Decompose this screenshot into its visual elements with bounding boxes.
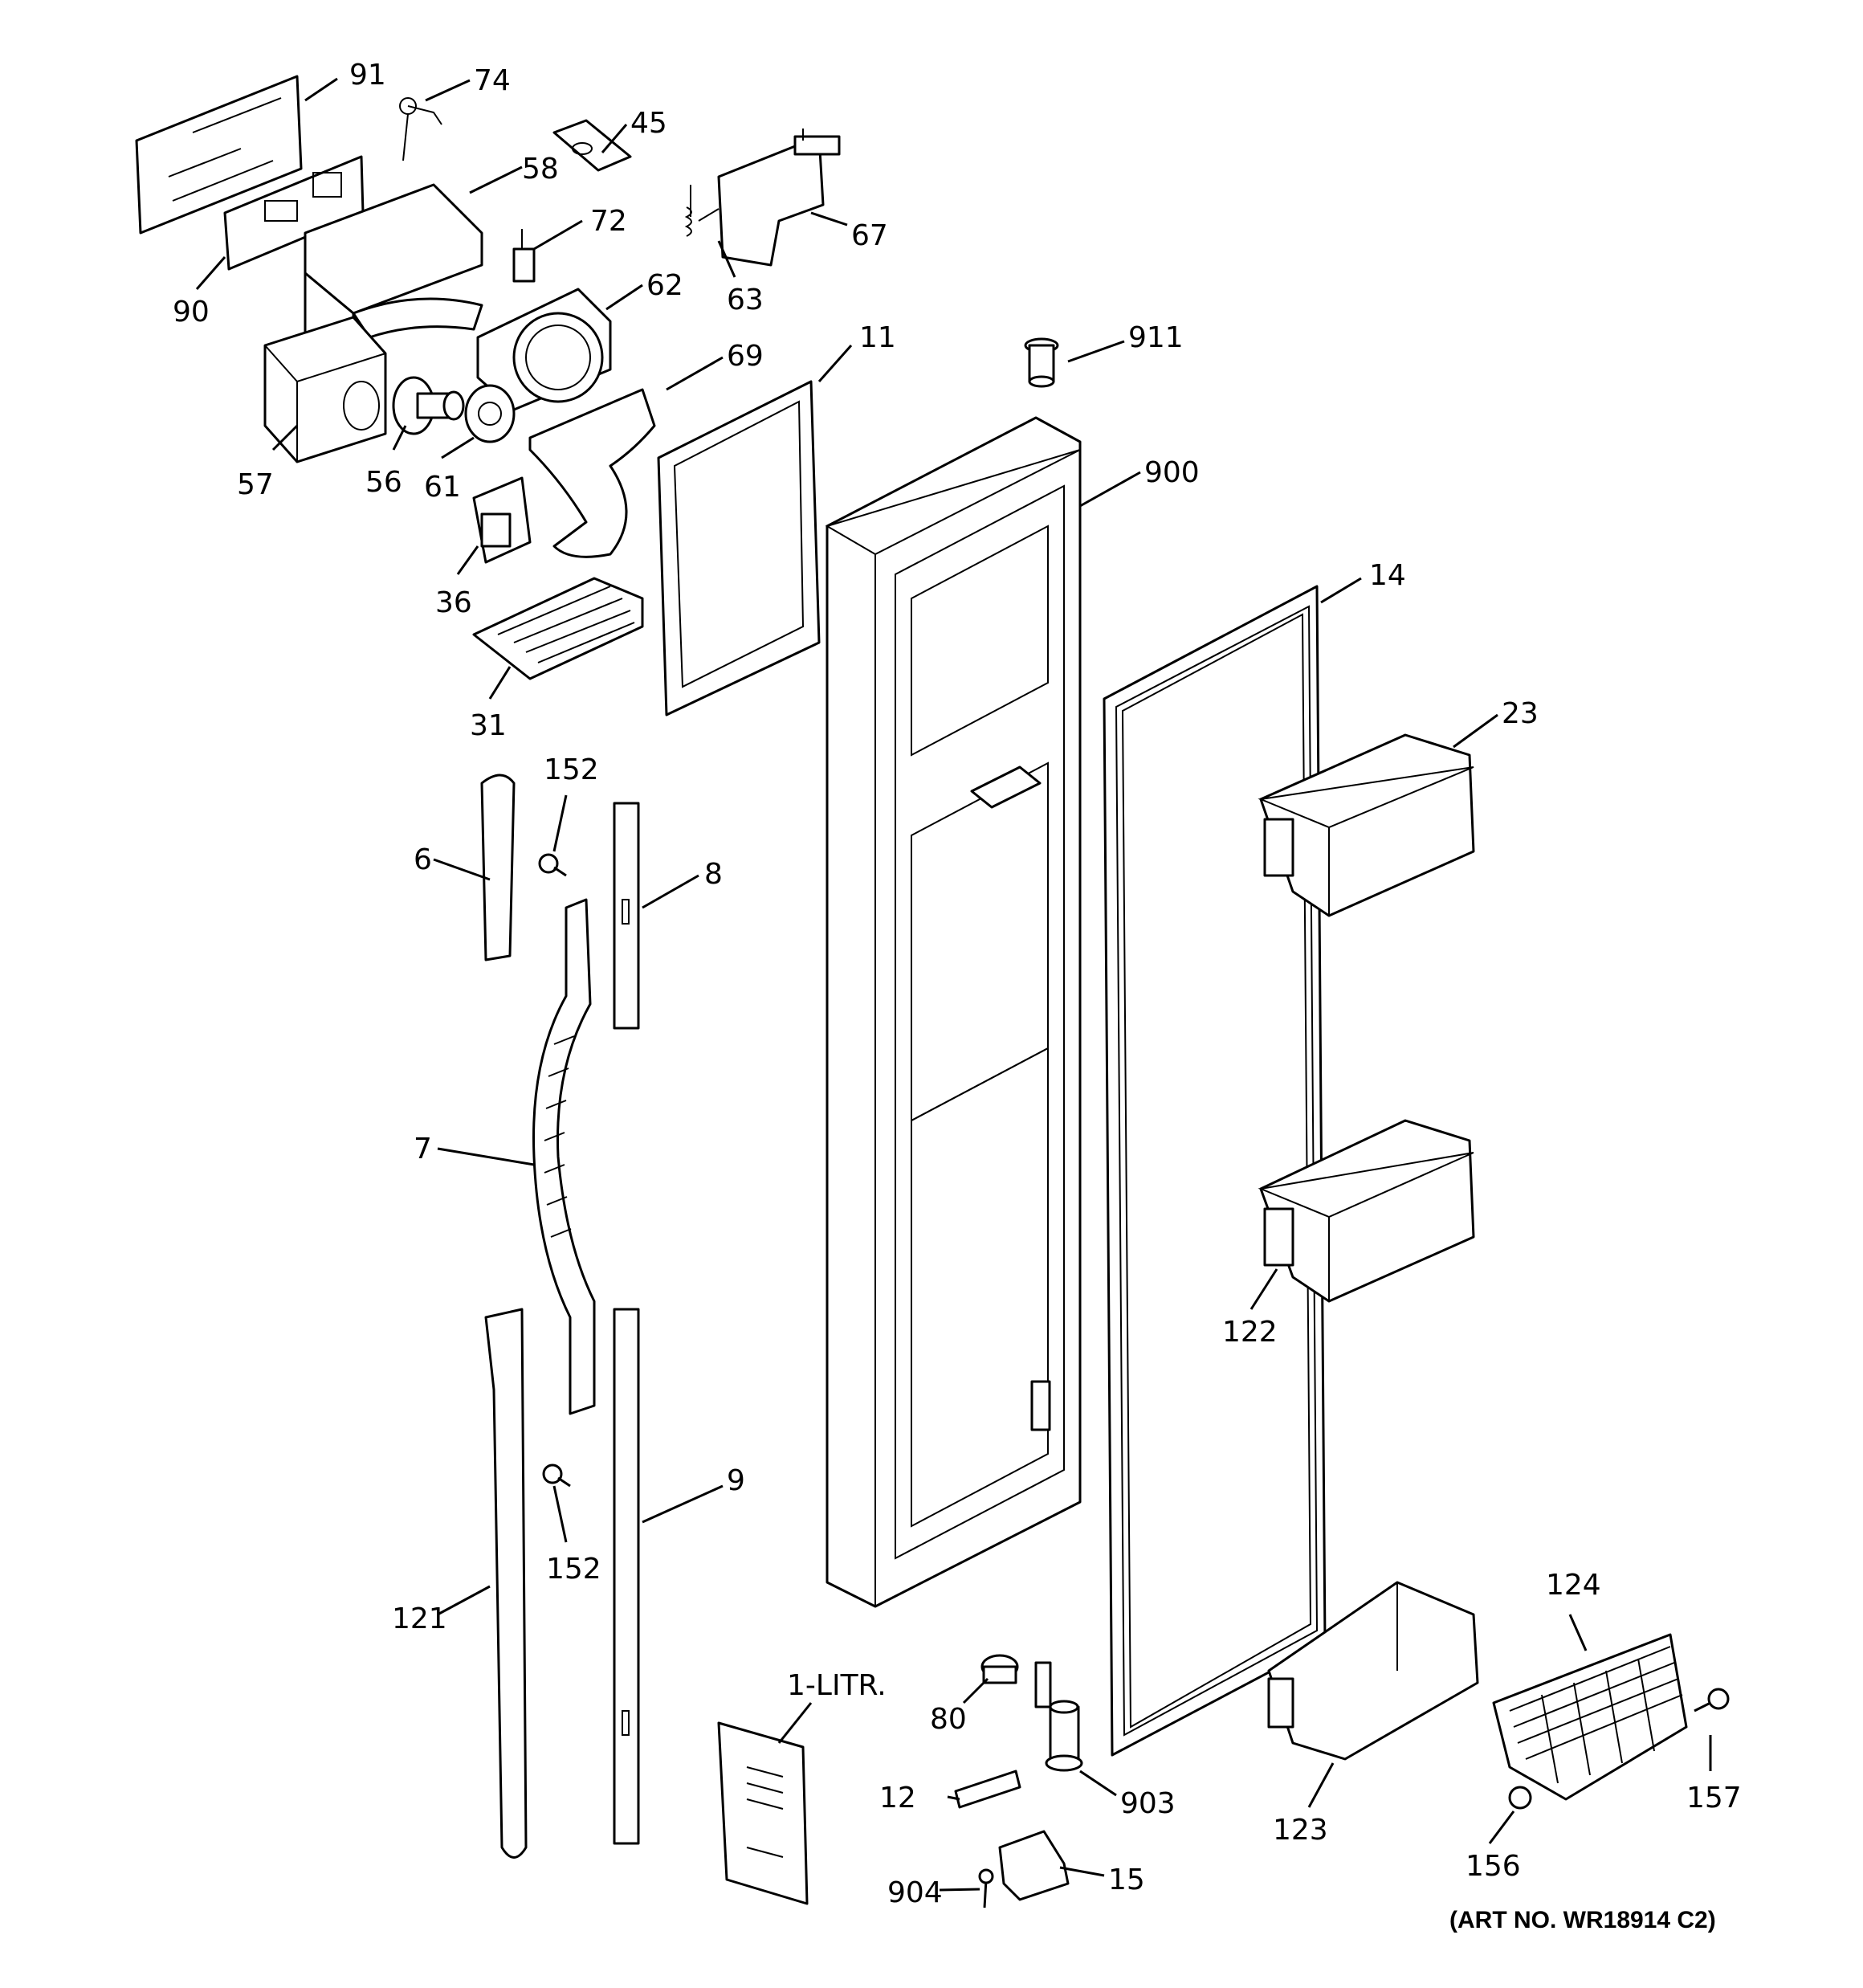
- label-900: 900: [1144, 456, 1200, 489]
- label-91: 91: [349, 59, 386, 92]
- part-904-screw: [978, 1868, 994, 1908]
- label-122: 122: [1222, 1316, 1278, 1349]
- label-31: 31: [470, 709, 507, 742]
- part-15-hinge: [998, 1830, 1070, 1901]
- label-62: 62: [646, 269, 683, 302]
- label-23: 23: [1502, 697, 1539, 730]
- label-11: 11: [859, 321, 896, 354]
- label-63: 63: [727, 284, 764, 316]
- part-72-switch: [512, 229, 536, 283]
- part-6-trim: [480, 774, 516, 961]
- part-900-door: [825, 416, 1082, 1708]
- part-36-bracket: [472, 476, 532, 564]
- part-123-bin: [1267, 1581, 1479, 1761]
- label-124: 124: [1546, 1569, 1601, 1602]
- part-labels: 91 74 45 58 72 67 63 90 62 911 11 69 57 …: [173, 59, 1742, 1909]
- part-56-coupler: [392, 376, 465, 435]
- label-36: 36: [435, 586, 472, 619]
- label-14: 14: [1369, 559, 1406, 592]
- label-121: 121: [392, 1602, 447, 1635]
- label-156: 156: [1466, 1850, 1521, 1883]
- label-7: 7: [414, 1133, 432, 1165]
- part-122-bin: [1258, 1119, 1475, 1303]
- part-45-bracket: [552, 119, 632, 172]
- part-74-spring: [399, 97, 442, 161]
- label-1-litr: 1-LITR.: [787, 1669, 887, 1702]
- label-152-upper: 152: [544, 753, 599, 786]
- part-69-chute: [528, 388, 656, 558]
- label-12: 12: [879, 1782, 916, 1815]
- part-23-bin: [1258, 733, 1475, 917]
- part-7-handle: [532, 898, 596, 1415]
- part-61-hub: [464, 384, 516, 443]
- label-57: 57: [237, 468, 274, 501]
- part-62-auger-ring: [476, 288, 612, 411]
- label-90: 90: [173, 296, 210, 329]
- part-63-spring: [684, 185, 720, 237]
- label-74: 74: [474, 64, 511, 97]
- part-91-board: [135, 75, 303, 235]
- art-number-caption: (ART NO. WR18914 C2): [1449, 1907, 1716, 1933]
- label-61: 61: [424, 471, 461, 504]
- label-157: 157: [1686, 1782, 1742, 1815]
- label-6: 6: [414, 843, 432, 876]
- label-72: 72: [590, 205, 627, 238]
- part-124-basket: [1492, 1633, 1688, 1801]
- part-57-motor-box: [263, 316, 387, 463]
- part-12-bracket: [954, 1770, 1021, 1809]
- label-911: 911: [1128, 321, 1184, 354]
- part-80-plug: [980, 1654, 1019, 1684]
- part-14-gasket: [1103, 585, 1327, 1757]
- part-67-flap: [717, 129, 841, 267]
- part-903-sleeve: [1045, 1700, 1083, 1772]
- label-67: 67: [851, 219, 888, 252]
- label-903: 903: [1120, 1787, 1176, 1820]
- label-80: 80: [930, 1703, 967, 1736]
- label-45: 45: [630, 107, 667, 140]
- label-8: 8: [704, 858, 723, 891]
- part-121-trim: [484, 1308, 528, 1859]
- label-123: 123: [1273, 1814, 1328, 1847]
- label-9: 9: [727, 1464, 745, 1497]
- part-11-recess-frame: [657, 380, 821, 716]
- part-1-litr-manual: [717, 1721, 809, 1905]
- part-157-screw: [1694, 1688, 1730, 1712]
- part-8-strip: [613, 802, 640, 1030]
- label-15: 15: [1108, 1863, 1145, 1896]
- label-56: 56: [365, 466, 402, 499]
- label-904: 904: [887, 1876, 943, 1909]
- part-152-screw-lower: [542, 1463, 571, 1488]
- part-911-bushing: [1024, 337, 1059, 388]
- part-9-strip: [613, 1308, 640, 1845]
- leader-lines: [195, 77, 1712, 1892]
- label-58: 58: [522, 153, 559, 186]
- part-31-grille: [472, 577, 644, 680]
- part-152-screw-upper: [538, 853, 567, 877]
- part-156-nut: [1508, 1786, 1532, 1810]
- label-69: 69: [727, 340, 764, 373]
- label-152-lower: 152: [546, 1553, 601, 1586]
